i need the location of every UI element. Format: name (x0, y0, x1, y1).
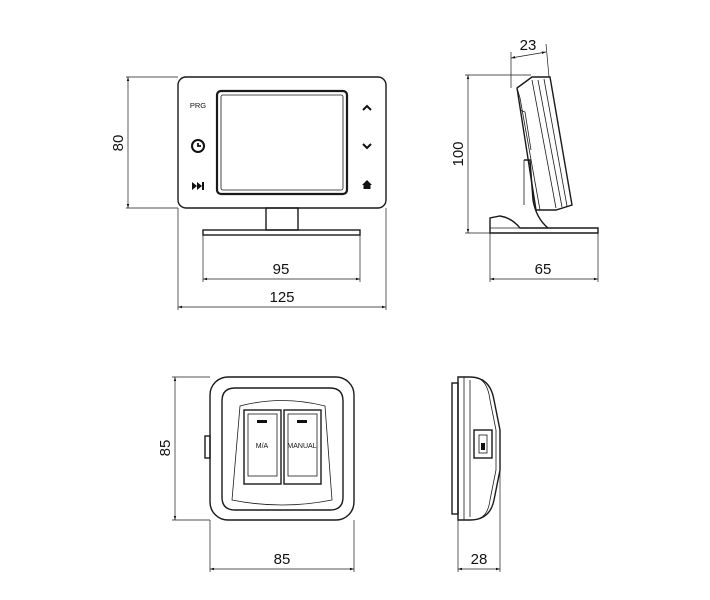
front-housing (177, 76, 387, 209)
switch-outer-frame (209, 376, 355, 521)
dimension-front-width: 125 (269, 289, 294, 306)
stand-base (202, 229, 361, 236)
manual-button[interactable] (283, 409, 322, 485)
skip-forward-icon[interactable] (192, 182, 204, 190)
thermostat-side-view: 23 100 65 (450, 37, 599, 282)
dimension-switch-depth: 28 (471, 551, 488, 568)
thermostat-front-view: PRG 80 95 (110, 76, 387, 310)
ma-indicator-led (257, 420, 267, 423)
dimension-switch-width: 85 (274, 551, 291, 568)
side-stand (489, 159, 599, 234)
prg-button-label: PRG (190, 101, 206, 110)
switch-panel-front-view: M/A MANUAL 85 85 (157, 376, 355, 572)
switch-panel-side-view: 28 (451, 376, 501, 572)
rocker-switch[interactable] (473, 429, 493, 459)
display-screen (215, 89, 349, 196)
ma-button[interactable] (243, 409, 282, 485)
dimension-switch-height: 85 (157, 440, 174, 457)
stand-neck (265, 207, 299, 231)
dimension-side-height: 100 (450, 141, 467, 166)
dimension-side-base-depth: 65 (535, 261, 552, 278)
dimension-stand-width: 95 (273, 261, 290, 278)
ma-button-label: M/A (256, 443, 269, 450)
dimension-side-depth-top: 23 (520, 37, 537, 54)
chevron-down-icon[interactable] (362, 143, 372, 150)
dimension-front-height: 80 (110, 135, 127, 152)
chevron-up-icon[interactable] (362, 104, 372, 111)
clock-icon[interactable] (191, 139, 205, 153)
manual-button-label: MANUAL (287, 443, 316, 450)
home-icon[interactable] (362, 180, 372, 189)
manual-indicator-led (297, 420, 307, 423)
